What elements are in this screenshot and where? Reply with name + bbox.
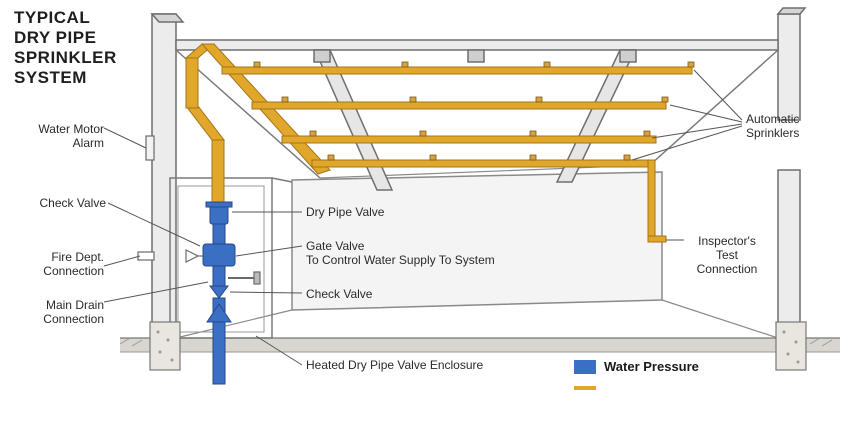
- dry-pipe-valve-flange: [205, 201, 233, 208]
- fire-dept-connection-cap: [137, 251, 155, 261]
- sprinkler-head: [409, 96, 417, 103]
- label-automatic-sprinklers-line-1: Automatic: [746, 112, 800, 126]
- left-column: [151, 13, 177, 339]
- right-column-lower: [777, 169, 801, 339]
- sprinkler-head: [401, 61, 409, 68]
- fittings: [137, 135, 261, 285]
- riser-water-pipe-lower: [212, 265, 226, 287]
- branch-line-3: [281, 135, 657, 144]
- sprinkler-head: [643, 130, 651, 137]
- label-fire-dept-line-2: Connection: [43, 264, 104, 278]
- label-inspectors-test-connection: Inspector's Test Connection: [684, 234, 770, 276]
- inspector-test-outlet: [647, 235, 667, 243]
- inspector-test-drop: [647, 159, 656, 241]
- check-valve-body: [209, 285, 229, 299]
- left-footing: [149, 321, 181, 371]
- sprinkler-head: [429, 154, 437, 161]
- legend-water-swatch: [574, 360, 596, 374]
- building-frame: [150, 7, 807, 339]
- main-drain-valve: [253, 271, 261, 285]
- sprinkler-head: [327, 154, 335, 161]
- branch-line-1: [221, 66, 693, 75]
- title-line-1: TYPICAL: [14, 8, 91, 27]
- legend-air-swatch: [574, 386, 596, 390]
- sprinkler-head: [253, 61, 261, 68]
- label-check-valve-right: Check Valve: [306, 287, 373, 301]
- sprinkler-head: [661, 96, 669, 103]
- supply-arrow-head: [206, 303, 232, 323]
- riser-offset: [184, 105, 226, 141]
- sprinkler-head: [419, 130, 427, 137]
- label-inspectors-test-line-2: Test: [715, 248, 738, 262]
- legend-water-pressure-label: Water Pressure: [604, 359, 699, 374]
- sprinkler-head: [543, 61, 551, 68]
- label-main-drain-line-1: Main Drain: [45, 298, 104, 312]
- label-water-motor-alarm: Water Motor Alarm: [18, 122, 104, 150]
- branch-pipes: [200, 43, 693, 243]
- diagram-title: TYPICAL DRY PIPE SPRINKLER SYSTEM: [14, 8, 117, 88]
- label-dry-pipe-valve: Dry Pipe Valve: [306, 205, 385, 219]
- sprinkler-head: [529, 154, 537, 161]
- sprinkler-head: [623, 154, 631, 161]
- gate-valve-body: [202, 243, 236, 267]
- legend: [574, 360, 596, 390]
- label-main-drain-line-2: Connection: [43, 312, 104, 326]
- sprinkler-head: [281, 96, 289, 103]
- riser-water-pipe: [212, 223, 226, 245]
- label-gate-valve-line-2: To Control Water Supply To System: [306, 253, 495, 267]
- title-line-4: SYSTEM: [14, 68, 87, 87]
- label-fire-dept-connection: Fire Dept. Connection: [14, 250, 104, 278]
- footings: [119, 321, 833, 371]
- title-line-3: SPRINKLER: [14, 48, 117, 67]
- branch-line-4: [311, 159, 653, 168]
- label-gate-valve-line-1: Gate Valve: [306, 239, 365, 253]
- label-heated-enclosure: Heated Dry Pipe Valve Enclosure: [306, 358, 484, 372]
- riser-pipe-top: [185, 57, 199, 109]
- sprinkler-head: [687, 61, 695, 68]
- label-inspectors-test-line-3: Connection: [696, 262, 758, 276]
- label-automatic-sprinklers-line-2: Sprinklers: [746, 126, 800, 140]
- sprinkler-head: [535, 96, 543, 103]
- label-check-valve-left: Check Valve: [39, 196, 106, 210]
- sprinkler-head: [309, 130, 317, 137]
- title-line-2: DRY PIPE: [14, 28, 97, 47]
- label-automatic-sprinklers: Automatic Sprinklers: [746, 112, 799, 140]
- label-main-drain-connection: Main Drain Connection: [14, 298, 104, 326]
- label-water-motor-alarm-line-1: Water Motor: [38, 122, 104, 136]
- underground-supply-lower: [212, 321, 226, 385]
- sprinkler-heads: [253, 61, 695, 161]
- leader-lines: [103, 69, 743, 366]
- riser-water: [202, 201, 236, 385]
- sprinkler-head: [529, 130, 537, 137]
- ground-band: [120, 338, 840, 352]
- right-column-upper: [777, 13, 801, 121]
- water-motor-alarm-device: [145, 135, 155, 161]
- ground: [120, 337, 840, 353]
- label-inspectors-test-line-1: Inspector's: [698, 234, 756, 248]
- label-water-motor-alarm-line-2: Alarm: [72, 136, 104, 150]
- riser-air: [184, 43, 226, 213]
- label-gate-valve: Gate Valve To Control Water Supply To Sy…: [306, 239, 495, 267]
- ceiling-beam: [175, 39, 779, 51]
- right-footing: [775, 321, 807, 371]
- riser-pipe-upper: [211, 139, 225, 213]
- label-fire-dept-line-1: Fire Dept.: [51, 250, 104, 264]
- fire-dept-connection-inlet: [185, 249, 200, 263]
- branch-line-2: [251, 101, 667, 110]
